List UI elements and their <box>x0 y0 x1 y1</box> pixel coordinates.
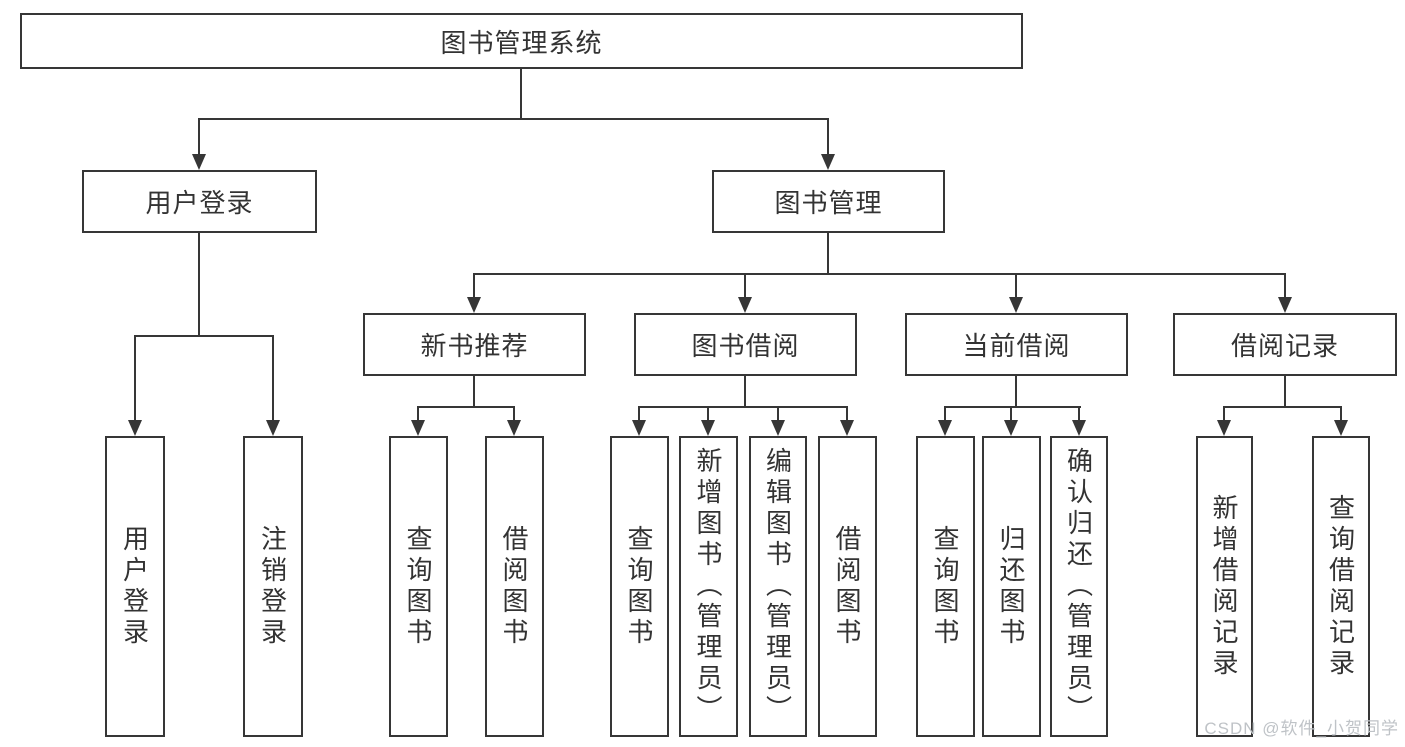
arrowhead-leaf-query-books-3 <box>938 420 952 436</box>
arrowhead-borrowing-records <box>1278 297 1292 313</box>
connector-to-borrowing-records <box>1284 273 1286 298</box>
connector-to-leaf-return-books <box>1010 406 1012 421</box>
node-leaf-logout-label: 注销登录 <box>257 524 288 649</box>
arrowhead-leaf-return-books <box>1004 420 1018 436</box>
connector-to-leaf-add-borrow-record <box>1223 406 1225 421</box>
node-new-book-recommendation: 新书推荐 <box>363 313 586 376</box>
arrowhead-leaf-query-books-2 <box>632 420 646 436</box>
connector-new-book-rec-hbar <box>417 406 515 408</box>
node-leaf-borrow-books-1-label: 借阅图书 <box>499 524 529 649</box>
connector-to-leaf-add-books <box>707 406 709 421</box>
arrowhead-book-management <box>821 154 835 170</box>
arrowhead-new-book-recommendation <box>467 297 481 313</box>
connector-to-leaf-query-books-2 <box>638 406 640 421</box>
node-leaf-add-borrow-record-label: 新增借阅记录 <box>1209 493 1239 680</box>
node-leaf-return-books-label: 归还图书 <box>996 524 1026 649</box>
node-book-management-label: 图书管理 <box>774 188 883 218</box>
connector-user-login-hbar <box>134 335 274 337</box>
node-leaf-edit-books-admin-label: 编辑图书（管理员） <box>762 447 793 726</box>
node-current-borrowing-label: 当前借阅 <box>962 331 1071 361</box>
connector-book-management-stem <box>827 233 829 273</box>
node-leaf-add-books-admin: 新增图书（管理员） <box>679 436 738 737</box>
node-leaf-query-borrow-record-label: 查询借阅记录 <box>1325 493 1356 680</box>
arrowhead-leaf-borrow-books-2 <box>840 420 854 436</box>
arrowhead-leaf-edit-books <box>771 420 785 436</box>
node-leaf-edit-books-admin: 编辑图书（管理员） <box>749 436 807 737</box>
connector-to-leaf-confirm-return <box>1078 406 1080 421</box>
node-book-borrowing-label: 图书借阅 <box>691 331 800 361</box>
connector-to-leaf-query-borrow-record <box>1340 406 1342 421</box>
connector-current-borrowing-hbar <box>944 406 1081 408</box>
node-leaf-add-books-admin-label: 新增图书（管理员） <box>693 447 723 726</box>
node-leaf-user-login: 用户登录 <box>105 436 165 737</box>
node-leaf-logout: 注销登录 <box>243 436 303 737</box>
node-leaf-borrow-books-1: 借阅图书 <box>485 436 544 737</box>
arrowhead-leaf-query-books-1 <box>411 420 425 436</box>
connector-user-login-stem <box>198 233 200 335</box>
connector-to-book-borrowing <box>744 273 746 298</box>
node-leaf-query-books-2: 查询图书 <box>610 436 669 737</box>
connector-to-book-management <box>827 118 829 155</box>
connector-root-hbar <box>198 118 829 120</box>
node-leaf-query-books-1: 查询图书 <box>389 436 448 737</box>
arrowhead-leaf-query-borrow-record <box>1334 420 1348 436</box>
arrowhead-current-borrowing <box>1009 297 1023 313</box>
connector-book-borrowing-stem <box>744 376 746 406</box>
node-book-borrowing: 图书借阅 <box>634 313 857 376</box>
node-borrowing-records: 借阅记录 <box>1173 313 1397 376</box>
node-leaf-borrow-books-2: 借阅图书 <box>818 436 877 737</box>
node-library-management-system: 图书管理系统 <box>20 13 1023 69</box>
connector-to-leaf-query-books-1 <box>417 406 419 421</box>
arrowhead-leaf-user-login <box>128 420 142 436</box>
node-leaf-add-borrow-record: 新增借阅记录 <box>1196 436 1253 737</box>
arrowhead-book-borrowing <box>738 297 752 313</box>
connector-to-current-borrowing <box>1015 273 1017 298</box>
connector-book-management-hbar <box>473 273 1286 275</box>
connector-new-book-rec-stem <box>473 376 475 406</box>
node-user-login: 用户登录 <box>82 170 317 233</box>
arrowhead-leaf-borrow-books-1 <box>507 420 521 436</box>
watermark: CSDN @软件_小贺同学 <box>1204 719 1399 738</box>
node-leaf-query-books-2-label: 查询图书 <box>624 524 654 649</box>
node-leaf-query-borrow-record: 查询借阅记录 <box>1312 436 1370 737</box>
arrowhead-leaf-confirm-return <box>1072 420 1086 436</box>
node-current-borrowing: 当前借阅 <box>905 313 1128 376</box>
arrowhead-leaf-logout <box>266 420 280 436</box>
node-leaf-user-login-label: 用户登录 <box>119 524 150 649</box>
connector-current-borrowing-stem <box>1015 376 1017 406</box>
node-user-login-label: 用户登录 <box>145 188 254 218</box>
arrowhead-leaf-add-borrow-record <box>1217 420 1231 436</box>
connector-to-user-login <box>198 118 200 155</box>
node-book-management: 图书管理 <box>712 170 945 233</box>
arrowhead-leaf-add-books <box>701 420 715 436</box>
connector-borrowing-records-stem <box>1284 376 1286 406</box>
connector-borrowing-records-hbar <box>1223 406 1342 408</box>
connector-to-leaf-user-login <box>134 335 136 421</box>
connector-to-leaf-borrow-books-1 <box>513 406 515 421</box>
node-leaf-return-books: 归还图书 <box>982 436 1041 737</box>
connector-to-leaf-query-books-3 <box>944 406 946 421</box>
node-leaf-confirm-return-admin: 确认归还（管理员） <box>1050 436 1108 737</box>
node-borrowing-records-label: 借阅记录 <box>1230 331 1339 361</box>
node-leaf-query-books-3: 查询图书 <box>916 436 975 737</box>
node-library-management-system-label: 图书管理系统 <box>440 27 603 58</box>
node-leaf-borrow-books-2-label: 借阅图书 <box>832 524 862 649</box>
node-new-book-recommendation-label: 新书推荐 <box>420 331 529 361</box>
node-leaf-query-books-1-label: 查询图书 <box>403 524 433 649</box>
node-leaf-confirm-return-admin-label: 确认归还（管理员） <box>1063 447 1094 726</box>
connector-to-leaf-logout <box>272 335 274 421</box>
connector-to-leaf-edit-books <box>777 406 779 421</box>
connector-root-stem <box>520 69 522 118</box>
node-leaf-query-books-3-label: 查询图书 <box>930 524 960 649</box>
connector-to-new-book-recommendation <box>473 273 475 298</box>
arrowhead-user-login <box>192 154 206 170</box>
connector-book-borrowing-hbar <box>638 406 848 408</box>
connector-to-leaf-borrow-books-2 <box>846 406 848 421</box>
